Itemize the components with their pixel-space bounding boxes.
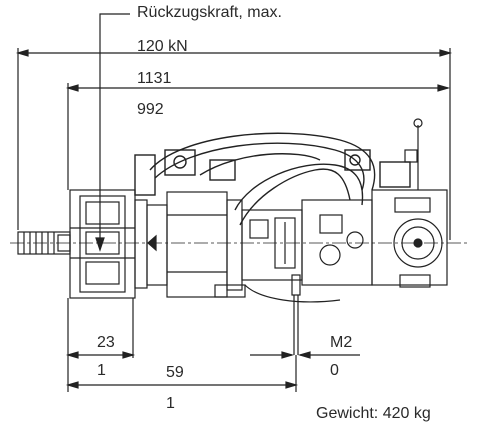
probe-offset-line1: 59 xyxy=(166,364,184,381)
motor-housing-body xyxy=(166,191,228,298)
force-title-label: Rückzugskraft, max. xyxy=(137,4,282,21)
probe-rod xyxy=(291,274,301,355)
force-leader-line xyxy=(99,13,130,240)
chuck-dim-line1: 23 xyxy=(97,334,115,351)
arrow-left-body xyxy=(65,84,79,92)
valve-block-main xyxy=(301,199,373,286)
valve-block xyxy=(241,199,373,286)
total-length-line2: 992 xyxy=(137,101,164,118)
gauge-assembly xyxy=(371,118,448,288)
hoses xyxy=(134,132,411,226)
arrow-right-total xyxy=(439,49,453,57)
dimension-lines-top xyxy=(15,48,453,240)
thread-line1: M2 xyxy=(330,334,353,351)
probe-offset-line2: 1 xyxy=(166,395,175,412)
chuck-dim-line2: 1 xyxy=(97,362,106,379)
total-length-line1: 1131 xyxy=(137,70,172,87)
motor-housing xyxy=(146,191,243,298)
force-leader xyxy=(95,13,130,252)
thread-line2: 0 xyxy=(330,362,339,379)
force-value-label: 120 kN xyxy=(137,38,188,55)
arrow-right-body xyxy=(437,84,451,92)
chuck xyxy=(69,189,148,299)
gauge-outer xyxy=(393,218,443,268)
force-leader-arrow xyxy=(95,237,105,252)
dimension-lines-bottom xyxy=(65,298,360,392)
arrow-left-total xyxy=(15,49,29,57)
lower-cover xyxy=(214,284,341,303)
weight-label: Gewicht: 420 kg xyxy=(316,405,431,422)
